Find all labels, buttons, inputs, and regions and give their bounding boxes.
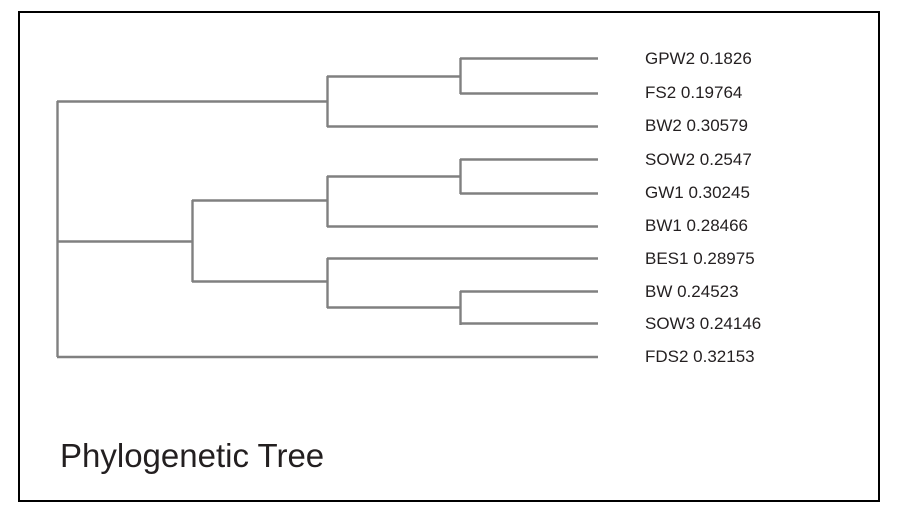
leaf-label-BW2: BW2 0.30579 [645,116,749,135]
leaf-label-GW1: GW1 0.30245 [645,183,750,202]
leaf-label-BES1: BES1 0.28975 [645,249,755,268]
figure-border [18,11,880,502]
leaf-label-SOW2: SOW2 0.2547 [645,150,752,169]
leaf-label-BW1: BW1 0.28466 [645,216,749,235]
leaf-label-SOW3: SOW3 0.24146 [645,314,762,333]
leaf-label-GPW2: GPW2 0.1826 [645,49,752,68]
leaf-label-BW: BW 0.24523 [645,282,739,301]
leaf-label-FS2: FS2 0.19764 [645,83,743,102]
chart-title: Phylogenetic Tree [60,437,325,474]
leaf-label-FDS2: FDS2 0.32153 [645,347,755,366]
